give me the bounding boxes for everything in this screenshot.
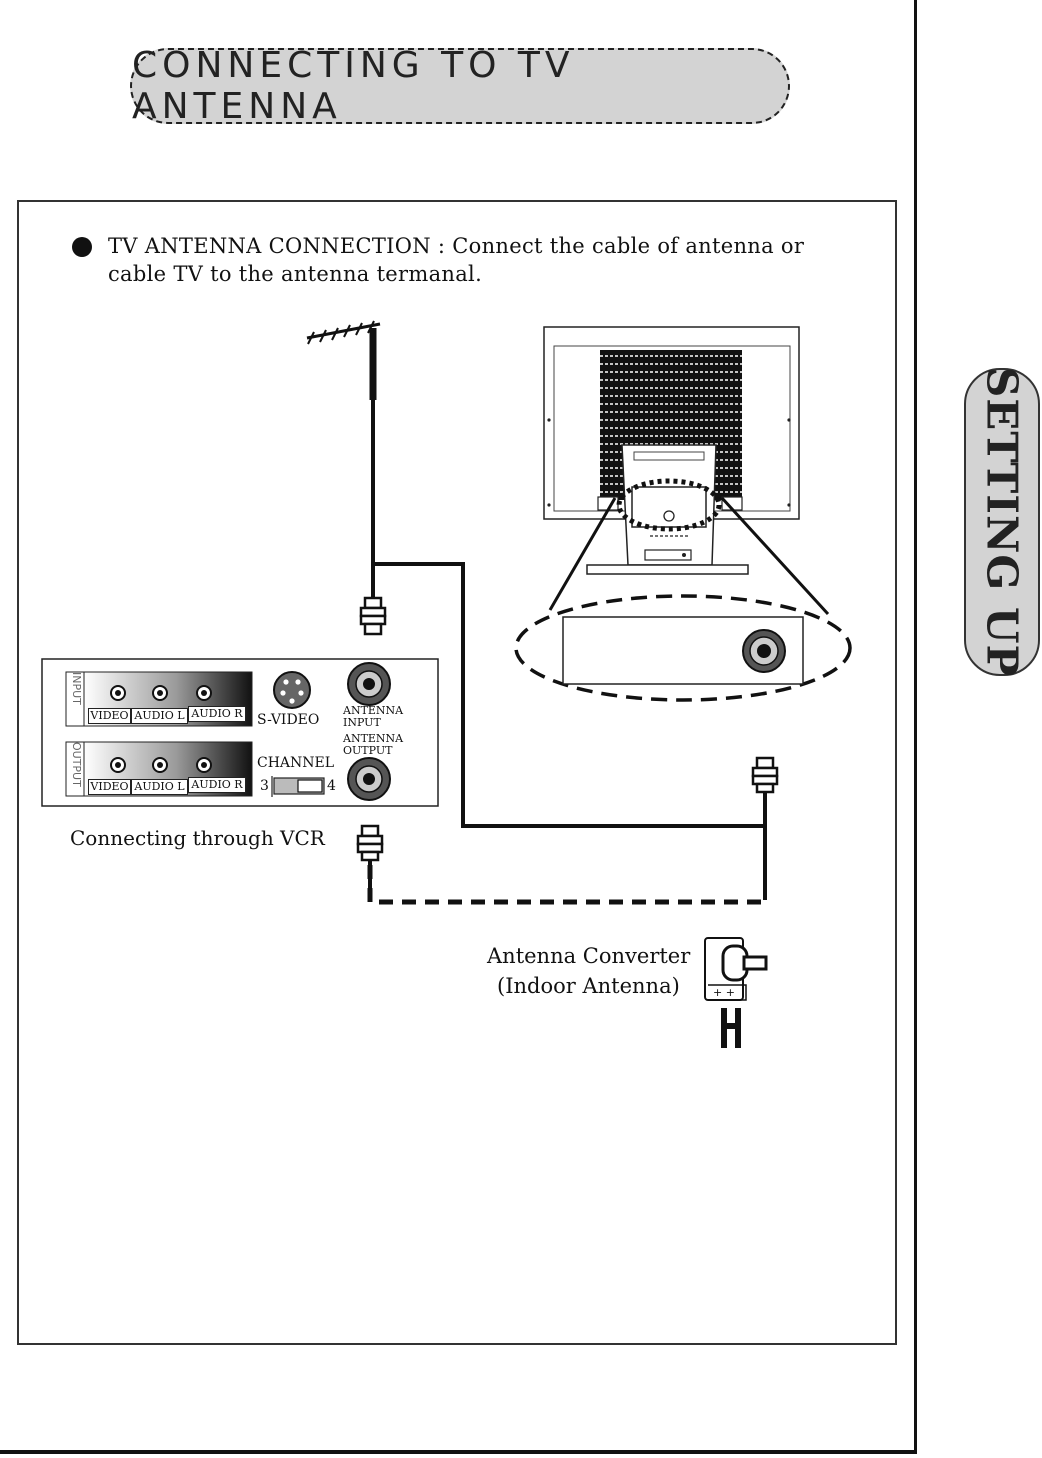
page-title: CONNECTING TO TV ANTENNA xyxy=(132,45,575,127)
instruction-text: TV ANTENNA CONNECTION : Connect the cabl… xyxy=(108,234,805,286)
input-audio-r-label: AUDIO R xyxy=(188,706,246,722)
output-audio-l-label: AUDIO L xyxy=(131,779,188,795)
content-box xyxy=(17,200,897,1345)
channel-high-label: 4 xyxy=(327,778,336,794)
bullet-icon xyxy=(72,237,92,257)
page-frame xyxy=(0,0,917,1454)
alternative-cable-dashed xyxy=(367,865,765,905)
side-tab-setting-up: SETTING UP xyxy=(964,367,1040,677)
channel-low-label: 3 xyxy=(260,778,269,794)
input-video-label: VIDEO xyxy=(88,708,131,724)
coax-plug-icon xyxy=(356,824,384,862)
antenna-cable xyxy=(371,400,767,900)
input-audio-l-label: AUDIO L xyxy=(131,708,188,724)
output-audio-r-label: AUDIO R xyxy=(188,777,246,793)
svideo-label: S-VIDEO xyxy=(257,712,320,728)
output-video-label: VIDEO xyxy=(88,779,131,795)
vcr-output-group-label: OUTPUT xyxy=(70,742,83,787)
title-banner: CONNECTING TO TV ANTENNA xyxy=(130,45,790,127)
outdoor-antenna-icon xyxy=(306,320,381,400)
vcr-input-group-label: INPUT xyxy=(70,672,83,705)
antenna-converter-icon xyxy=(704,937,768,1048)
converter-caption-line2: (Indoor Antenna) xyxy=(497,974,680,998)
channel-label: CHANNEL xyxy=(257,755,335,771)
coax-plug-icon xyxy=(359,596,387,636)
antenna-input-label: ANTENNA INPUT xyxy=(343,704,404,729)
antenna-terminal-zoom xyxy=(514,594,852,702)
vcr-caption: Connecting through VCR xyxy=(70,826,325,850)
tv-monitor-rear-icon xyxy=(543,326,800,575)
converter-caption-line1: Antenna Converter xyxy=(487,944,691,968)
converter-terminals-label: + + xyxy=(713,986,735,999)
antenna-output-label: ANTENNA OUTPUT xyxy=(343,732,404,757)
coax-plug-icon xyxy=(751,756,779,794)
converter-caption: Antenna Converter (Indoor Antenna) xyxy=(487,941,690,1001)
